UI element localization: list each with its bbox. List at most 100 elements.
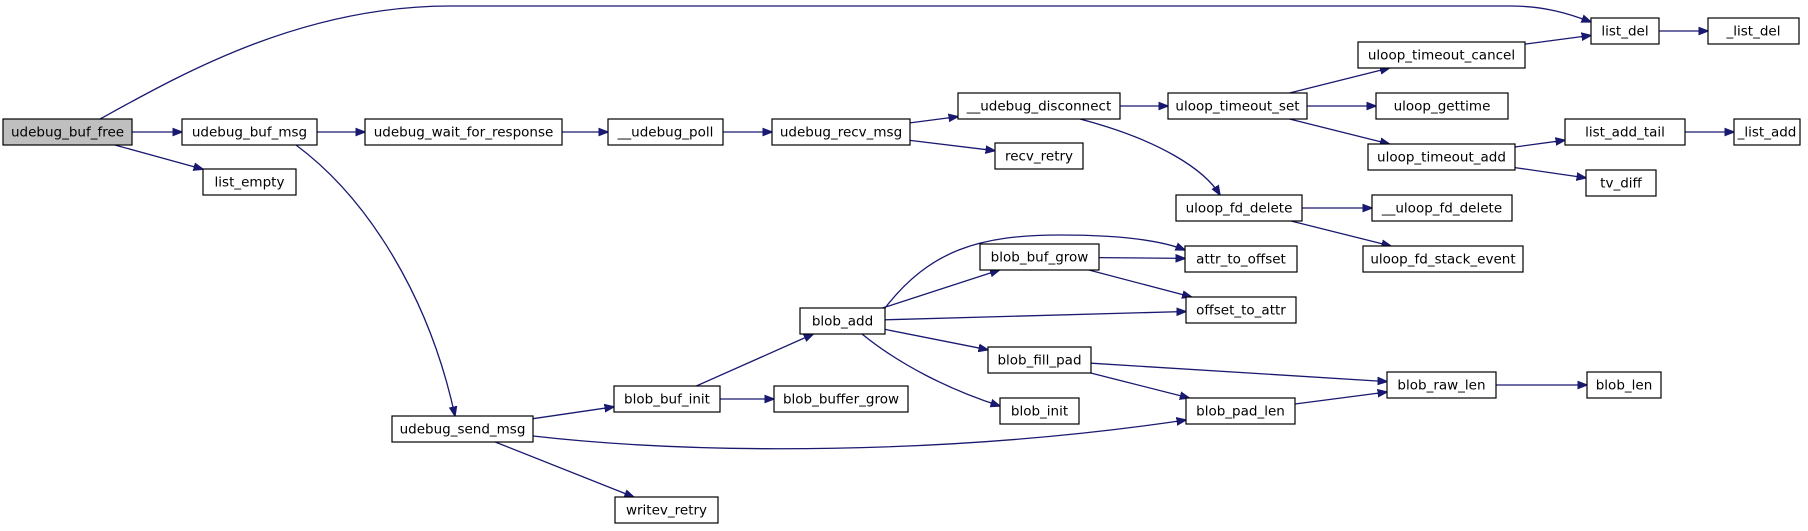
node-box [994, 142, 1084, 170]
node-label: offset_to_attr [1196, 303, 1286, 319]
node-__udebug_disconnect[interactable]: __udebug_disconnect [957, 92, 1121, 120]
node-box [799, 307, 886, 335]
node-box [613, 385, 721, 413]
node-udebug_buf_msg[interactable]: udebug_buf_msg [181, 118, 318, 146]
node-label: __uloop_fd_delete [1381, 201, 1502, 217]
node-box [1590, 17, 1660, 45]
node-label: blob_buf_grow [991, 250, 1089, 266]
node-box [1371, 194, 1513, 222]
node-label: uloop_gettime [1394, 99, 1491, 115]
node-attr_to_offset[interactable]: attr_to_offset [1184, 245, 1298, 273]
node-list_empty[interactable]: list_empty [202, 168, 297, 196]
node-box [999, 397, 1080, 425]
edge-udebug_send_msg-to-blob_buf_init [532, 407, 614, 420]
node-box [987, 346, 1092, 374]
edge-blob_buf_grow-to-offset_to_attr [1088, 269, 1192, 297]
edge-uloop_timeout_add-to-list_add_tail [1514, 140, 1565, 148]
node-label: blob_pad_len [1196, 404, 1285, 420]
node-box [1185, 397, 1296, 425]
edge-blob_buf_init-to-blob_add [696, 334, 813, 387]
node-label: blob_len [1596, 378, 1653, 394]
node-recv_retry[interactable]: recv_retry [994, 142, 1084, 170]
node-box [391, 415, 534, 443]
node-udebug_send_msg[interactable]: udebug_send_msg [391, 415, 534, 443]
edge-blob_add-to-attr_to_offset [884, 234, 1185, 309]
node-label: uloop_timeout_set [1175, 99, 1299, 115]
node-udebug_recv_msg[interactable]: udebug_recv_msg [771, 118, 911, 146]
node-label: uloop_timeout_cancel [1368, 48, 1515, 64]
node-label: uloop_fd_stack_event [1370, 252, 1515, 268]
node-list_add_tail[interactable]: list_add_tail [1564, 118, 1686, 146]
node-box [181, 118, 318, 146]
node-writev_retry[interactable]: writev_retry [614, 496, 719, 524]
node-udebug_wait_for_response[interactable]: udebug_wait_for_response [364, 118, 563, 146]
edge-uloop_timeout_add-to-tv_diff [1514, 166, 1586, 178]
node-blob_buf_grow[interactable]: blob_buf_grow [979, 243, 1100, 271]
edge-blob_buf_grow-to-attr_to_offset [1098, 258, 1185, 259]
edge-udebug_recv_msg-to-__udebug_disconnect [909, 117, 958, 124]
node-label: attr_to_offset [1196, 252, 1286, 268]
edge-udebug_recv_msg-to-recv_retry [909, 139, 995, 150]
node-label: blob_buffer_grow [783, 392, 899, 408]
edge-udebug_send_msg-to-blob_pad_len [532, 420, 1186, 450]
node-box [1733, 118, 1801, 146]
node-blob_buffer_grow[interactable]: blob_buffer_grow [773, 385, 909, 413]
node-box [1357, 41, 1526, 69]
node-label: __udebug_poll [617, 125, 714, 141]
edge-uloop_fd_delete-to-uloop_fd_stack_event [1290, 220, 1391, 246]
node-box [614, 496, 719, 524]
node-blob_add[interactable]: blob_add [799, 307, 886, 335]
node-label: list_add_tail [1585, 125, 1665, 141]
node-label: list_empty [215, 175, 285, 191]
node-label: __udebug_disconnect [966, 99, 1112, 115]
node-blob_pad_len[interactable]: blob_pad_len [1185, 397, 1296, 425]
node-blob_raw_len[interactable]: blob_raw_len [1386, 371, 1497, 399]
node-_list_add[interactable]: _list_add [1733, 118, 1801, 146]
node-box [979, 243, 1100, 271]
node-label: udebug_wait_for_response [374, 125, 554, 141]
node-label: blob_add [812, 314, 873, 330]
edge-blob_add-to-blob_fill_pad [884, 328, 988, 349]
node-blob_init[interactable]: blob_init [999, 397, 1080, 425]
node-uloop_fd_delete[interactable]: uloop_fd_delete [1175, 194, 1303, 222]
node-label: _list_add [1737, 125, 1797, 141]
node-box [773, 385, 909, 413]
edge-udebug_send_msg-to-writev_retry [494, 441, 634, 497]
edge-blob_add-to-blob_init [861, 333, 1000, 406]
node-box [771, 118, 911, 146]
node-tv_diff[interactable]: tv_diff [1585, 169, 1657, 197]
node-uloop_timeout_set[interactable]: uloop_timeout_set [1167, 92, 1308, 120]
node-uloop_timeout_add[interactable]: uloop_timeout_add [1367, 143, 1516, 171]
node-blob_len[interactable]: blob_len [1586, 371, 1662, 399]
node-blob_fill_pad[interactable]: blob_fill_pad [987, 346, 1092, 374]
edge-udebug_buf_free-to-list_del [99, 5, 1591, 120]
node-box [1585, 169, 1657, 197]
node-box [607, 118, 724, 146]
node-box [1175, 194, 1303, 222]
edge-__udebug_disconnect-to-uloop_fd_delete [1079, 118, 1220, 195]
node-box [1167, 92, 1308, 120]
node-uloop_gettime[interactable]: uloop_gettime [1375, 92, 1509, 120]
node-box [1367, 143, 1516, 171]
edge-udebug_buf_msg-to-udebug_send_msg [295, 144, 455, 416]
node-box [1586, 371, 1662, 399]
node-box [202, 168, 297, 196]
node-uloop_timeout_cancel[interactable]: uloop_timeout_cancel [1357, 41, 1526, 69]
edges-layer [99, 5, 1734, 497]
node-blob_buf_init[interactable]: blob_buf_init [613, 385, 721, 413]
node-list_del[interactable]: list_del [1590, 17, 1660, 45]
node-udebug_buf_free[interactable]: udebug_buf_free [2, 118, 133, 146]
node-label: udebug_buf_msg [192, 125, 307, 141]
node-label: uloop_timeout_add [1377, 150, 1506, 166]
node-__udebug_poll[interactable]: __udebug_poll [607, 118, 724, 146]
node-box [364, 118, 563, 146]
edge-uloop_timeout_cancel-to-list_del [1524, 35, 1591, 45]
node-_list_del[interactable]: _list_del [1707, 17, 1800, 45]
node-label: blob_fill_pad [997, 353, 1081, 369]
node-label: list_del [1601, 24, 1648, 40]
node-offset_to_attr[interactable]: offset_to_attr [1185, 296, 1297, 324]
node-__uloop_fd_delete[interactable]: __uloop_fd_delete [1371, 194, 1513, 222]
node-uloop_fd_stack_event[interactable]: uloop_fd_stack_event [1362, 245, 1524, 273]
node-label: udebug_send_msg [400, 422, 526, 438]
